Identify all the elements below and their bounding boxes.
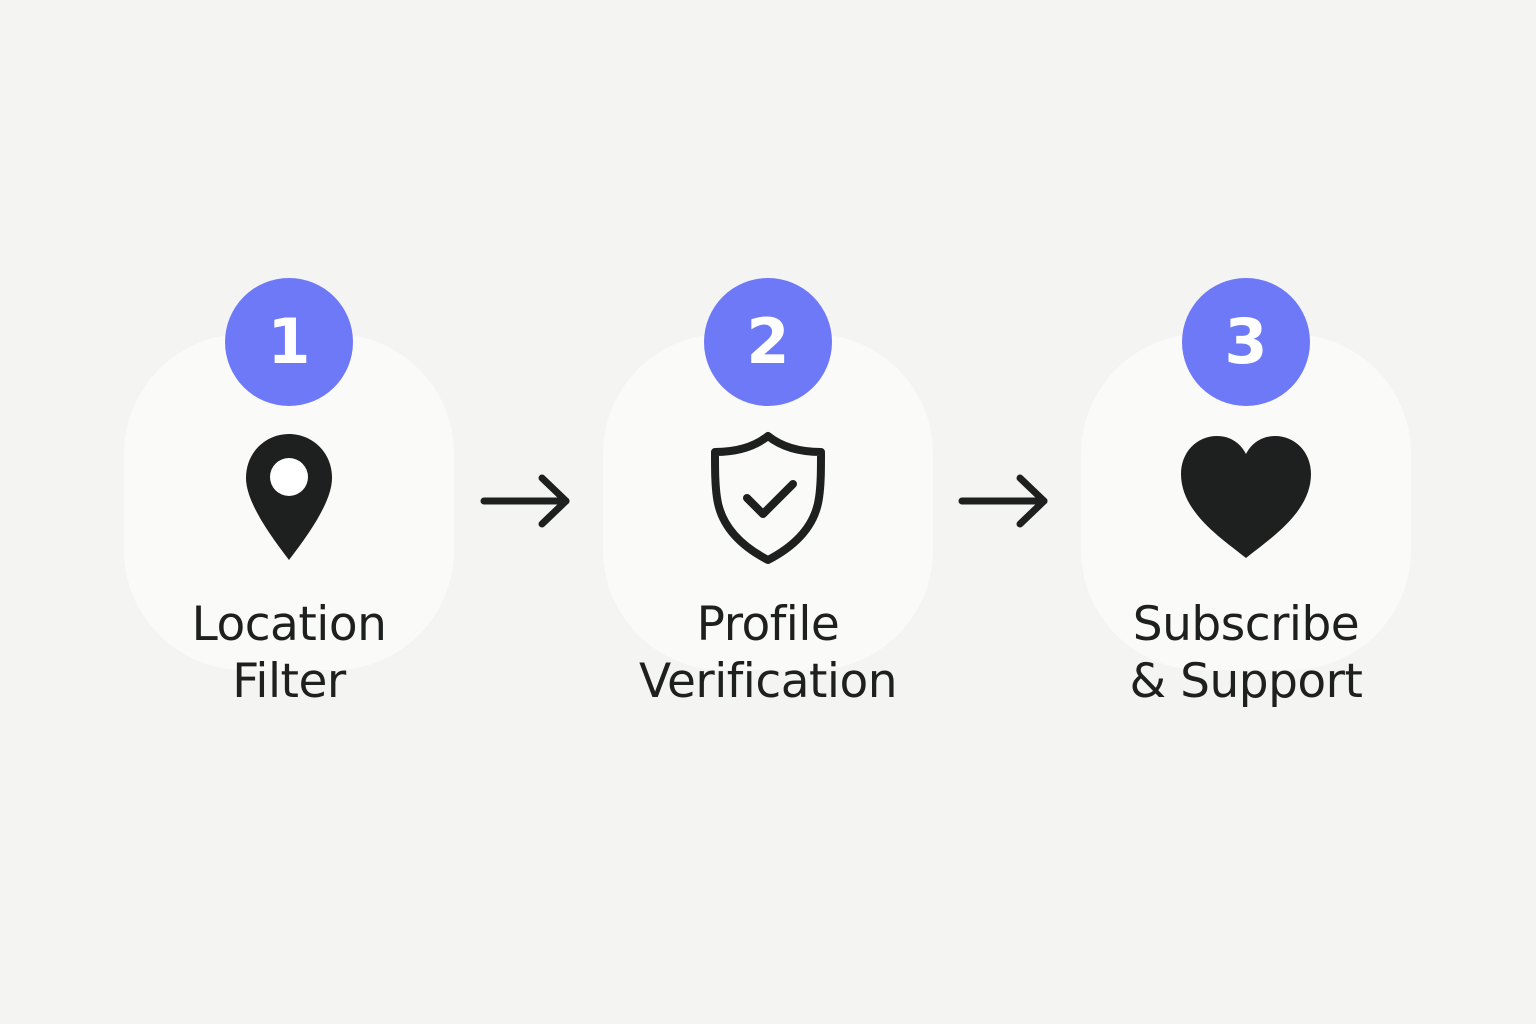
step-label-line2: Verification bbox=[638, 654, 898, 709]
step-label-line1: Profile bbox=[696, 597, 840, 652]
step-profile-verification: 2 Profile Verification bbox=[603, 278, 933, 718]
location-pin-icon bbox=[224, 426, 354, 566]
step-number-badge: 3 bbox=[1182, 278, 1310, 406]
step-label: Profile Verification bbox=[563, 596, 973, 710]
heart-icon bbox=[1181, 426, 1311, 566]
step-label-line2: & Support bbox=[1129, 654, 1363, 709]
step-label: Location Filter bbox=[84, 596, 494, 710]
step-location-filter: 1 Location Filter bbox=[124, 278, 454, 718]
step-number-badge: 2 bbox=[704, 278, 832, 406]
shield-check-icon bbox=[703, 426, 833, 566]
step-label-line1: Subscribe bbox=[1132, 597, 1360, 652]
step-label-line2: Filter bbox=[232, 654, 346, 709]
step-label-line1: Location bbox=[191, 597, 387, 652]
step-label: Subscribe & Support bbox=[1041, 596, 1451, 710]
step-subscribe-support: 3 Subscribe & Support bbox=[1081, 278, 1411, 718]
arrow-right-icon bbox=[478, 470, 574, 532]
step-number-badge: 1 bbox=[225, 278, 353, 406]
arrow-right-icon bbox=[956, 470, 1052, 532]
